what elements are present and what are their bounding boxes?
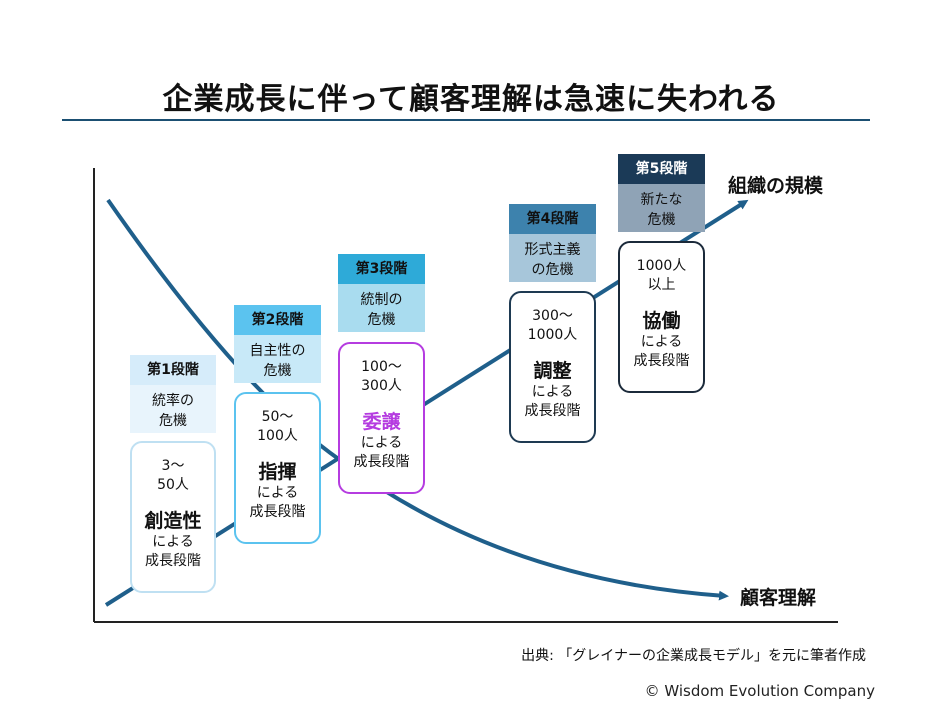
stage-4-box: 300〜 1000人 調整 による 成長段階 (509, 291, 596, 443)
stage-2-crisis: 自主性の 危機 (234, 335, 321, 383)
stage-5-box: 1000人 以上 協働 による 成長段階 (618, 241, 705, 393)
growth-axis-label: 組織の規模 (728, 175, 824, 197)
source-note: 出典: 「グレイナーの企業成長モデル」を元に筆者作成 (521, 648, 866, 664)
stage-5-label: 第5段階 (618, 154, 705, 184)
stage-5-keyword: 協働 (642, 310, 681, 332)
stage-3-crisis: 統制の 危機 (338, 284, 425, 332)
stage-3-box: 100〜 300人 委譲 による 成長段階 (338, 342, 425, 494)
stage-1-keyword: 創造性 (144, 510, 202, 532)
slide-title: 企業成長に伴って顧客理解は急速に失われる (162, 82, 780, 117)
stage-2-label: 第2段階 (234, 305, 321, 335)
understanding-axis-label: 顧客理解 (740, 587, 817, 609)
stage-3-label: 第3段階 (338, 254, 425, 284)
stage-2-box: 50〜 100人 指揮 による 成長段階 (234, 392, 321, 544)
copyright: © Wisdom Evolution Company (644, 682, 875, 700)
stage-4-label: 第4段階 (509, 204, 596, 234)
stage-4-keyword: 調整 (533, 360, 572, 382)
stage-5-crisis: 新たな 危機 (618, 184, 705, 232)
stage-4-crisis: 形式主義 の危機 (509, 234, 596, 282)
title-divider (62, 119, 870, 121)
stage-2-keyword: 指揮 (258, 461, 297, 483)
stage-3-keyword: 委譲 (362, 411, 401, 433)
stage-1-crisis: 統率の 危機 (130, 385, 216, 433)
stage-1-box: 3〜 50人 創造性 による 成長段階 (130, 441, 216, 593)
stage-1-label: 第1段階 (130, 355, 216, 385)
